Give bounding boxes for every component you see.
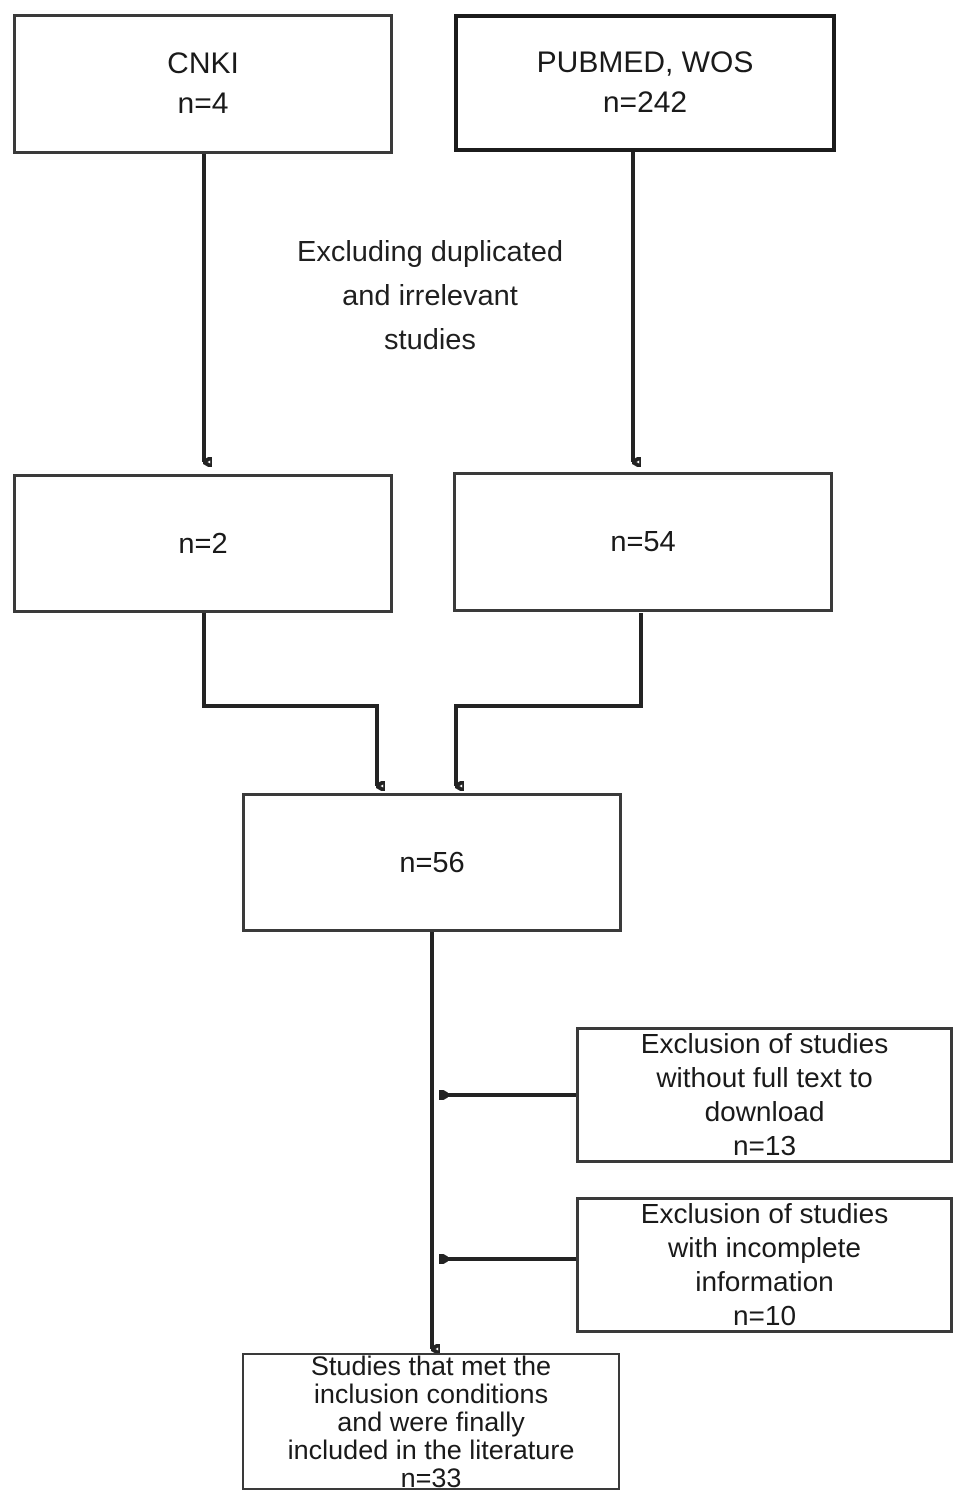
node-source-cnki-label: CNKI n=4 [167,47,239,120]
annotation-exclude-duplicates: Excluding duplicated and irrelevant stud… [296,236,563,356]
node-source-pubmed-wos[interactable]: PUBMED, WOS n=242 [454,14,836,152]
node-exclusion-no-full-text[interactable]: Exclusion of studies without full text t… [576,1027,953,1163]
node-source-pubmed-wos-label: PUBMED, WOS n=242 [536,46,754,119]
node-included-final-label: Studies that met the inclusion condition… [287,1350,575,1493]
node-screened-cnki-label: n=2 [178,527,228,560]
node-combined-records[interactable]: n=56 [242,793,622,932]
node-screened-pubmed-wos-label: n=54 [610,526,676,558]
node-screened-pubmed-wos[interactable]: n=54 [453,472,833,612]
node-exclusion-no-full-text-label: Exclusion of studies without full text t… [640,1028,889,1161]
node-combined-records-label: n=56 [399,846,465,879]
edge-screened-pubmed-to-combined [454,613,643,786]
node-exclusion-incomplete-label: Exclusion of studies with incomplete inf… [640,1198,889,1331]
edge-screened-cnki-to-combined [202,613,377,786]
node-included-final[interactable]: Studies that met the inclusion condition… [242,1350,620,1493]
node-source-cnki[interactable]: CNKI n=4 [13,14,393,154]
node-exclusion-incomplete[interactable]: Exclusion of studies with incomplete inf… [576,1197,953,1333]
node-screened-cnki[interactable]: n=2 [13,474,393,613]
